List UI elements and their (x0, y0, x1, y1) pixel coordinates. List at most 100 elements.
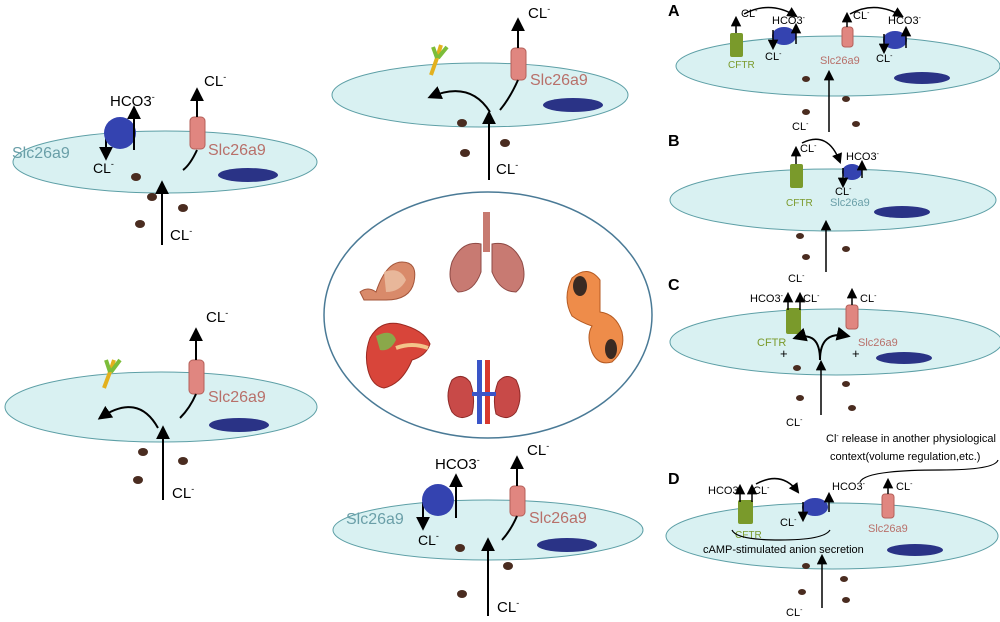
cl-label: CL- (853, 10, 870, 22)
exchanger-slc26a9 (104, 117, 136, 149)
cl-label: CL- (527, 441, 549, 459)
cl-label: CL- (528, 4, 550, 22)
transport-path (179, 393, 197, 419)
cl-release-note: Cl- release in another physiological (826, 433, 996, 445)
panel-label: A (668, 3, 680, 20)
cftr-label: CFTR (757, 337, 786, 349)
cell-bottom-middle: HCO3- CL- Slc26a9 CL- Slc26a9 CL- (332, 441, 644, 616)
transport-path (182, 149, 198, 171)
exchanger-slc26a9 (883, 31, 907, 49)
slc26a9-label: Slc26a9 (820, 55, 860, 67)
plus-sign: + (852, 346, 860, 361)
panel-a: A CL- CFTR HCO3- CL- CL- Slc26a9 HCO3- C… (668, 3, 1000, 133)
slc26a9-label: Slc26a9 (858, 337, 898, 349)
panel-c: C HCO3- CL- CFTR CL- Slc26a9 + + CL- (668, 277, 1000, 429)
cl-label: CL- (896, 481, 913, 493)
channel-slc26a9 (841, 26, 854, 48)
cl-label: CL- (876, 53, 893, 65)
kidneys-icon (447, 360, 521, 424)
channel-slc26a9 (188, 359, 205, 395)
nucleus (209, 418, 269, 432)
channel-slc26a9 (881, 493, 895, 519)
plus-sign: + (780, 346, 788, 361)
cl-label: CL- (497, 598, 519, 616)
signal-arrow (97, 405, 159, 429)
panel-label: D (668, 471, 680, 488)
secretion-brace (731, 529, 831, 541)
cftr-label: CFTR (735, 530, 762, 541)
cl-label: CL- (786, 607, 803, 619)
coupling-arrow (801, 138, 842, 164)
channel-slc26a9 (509, 485, 526, 517)
granules (798, 563, 850, 603)
cl-label: CL- (170, 226, 192, 244)
coupling-arrow (755, 477, 800, 494)
hco3-label: HCO3- (772, 15, 806, 27)
nucleus (218, 168, 278, 182)
channel-slc26a9 (189, 116, 206, 150)
intestine-icon (566, 271, 624, 364)
cell-middle-left: CL- Slc26a9 CL- (4, 308, 318, 502)
cell-membrane (665, 502, 999, 570)
granules (796, 233, 850, 260)
cl-label: CL- (800, 143, 817, 155)
hco3-label: HCO3- (832, 481, 866, 493)
coupling-arrow (743, 6, 798, 18)
channel-cftr (730, 33, 743, 57)
transport-path (501, 515, 518, 541)
nucleus (887, 544, 943, 556)
cl-label: CL- (803, 293, 820, 305)
slc26a9-label: Slc26a9 (346, 511, 404, 528)
stomach-icon (359, 261, 416, 301)
organ-circle-outline (323, 191, 653, 439)
cl-label: CL- (418, 531, 439, 548)
stimulation-arrow (819, 326, 851, 361)
granules (457, 119, 510, 157)
context-note: context(volume regulation,etc.) (830, 451, 980, 463)
cl-label: CL- (93, 159, 114, 176)
panel-b: B CL- CFTR HCO3- CL- Slc26a9 CL- (668, 133, 997, 285)
nucleus (894, 72, 950, 84)
cl-label: CL- (765, 51, 782, 63)
organ-circle (323, 191, 653, 439)
cl-label: CL- (753, 485, 770, 497)
receptor-icon (429, 44, 449, 76)
slc26a9-label: Slc26a9 (530, 72, 588, 89)
nucleus (543, 98, 603, 112)
cl-label: CL- (780, 517, 797, 529)
channel-cftr (790, 164, 803, 188)
hco3-label: HCO3- (435, 455, 480, 473)
cl-label: CL- (496, 160, 518, 178)
panel-label: C (668, 277, 680, 294)
cl-label: CL- (792, 121, 809, 133)
pancreas-icon (365, 322, 431, 389)
slc26a9-label: Slc26a9 (208, 389, 266, 406)
slc26a9-label: Slc26a9 (208, 142, 266, 159)
cl-label: CL- (204, 72, 226, 90)
exchanger-slc26a9 (772, 27, 796, 45)
cell-membrane (669, 308, 1000, 376)
cl-label: CL- (206, 308, 228, 326)
granules (455, 544, 513, 598)
slc26a9-label: Slc26a9 (830, 197, 870, 209)
cell-membrane (12, 130, 318, 194)
lungs-icon (449, 212, 525, 293)
hco3-label: HCO3- (750, 293, 784, 305)
cl-label: CL- (172, 484, 194, 502)
panel-d: D Cl- release in another physiological c… (665, 433, 999, 619)
cl-label: CL- (788, 273, 805, 285)
exchanger-slc26a9 (802, 498, 828, 516)
nucleus (874, 206, 930, 218)
cftr-label: CFTR (786, 198, 813, 209)
cell-membrane (331, 62, 629, 128)
cftr-label: CFTR (728, 60, 755, 71)
camp-note: cAMP-stimulated anion secretion (703, 544, 864, 556)
cell-top-left: HCO3- CL- Slc26a9 CL- Slc26a9 CL- (12, 72, 318, 245)
channel-cftr (786, 308, 801, 334)
panel-label: B (668, 133, 680, 150)
coupling-arrow (849, 6, 904, 18)
granules (131, 173, 188, 228)
slc26a9-label: Slc26a9 (868, 523, 908, 535)
cl-label: CL- (786, 417, 803, 429)
